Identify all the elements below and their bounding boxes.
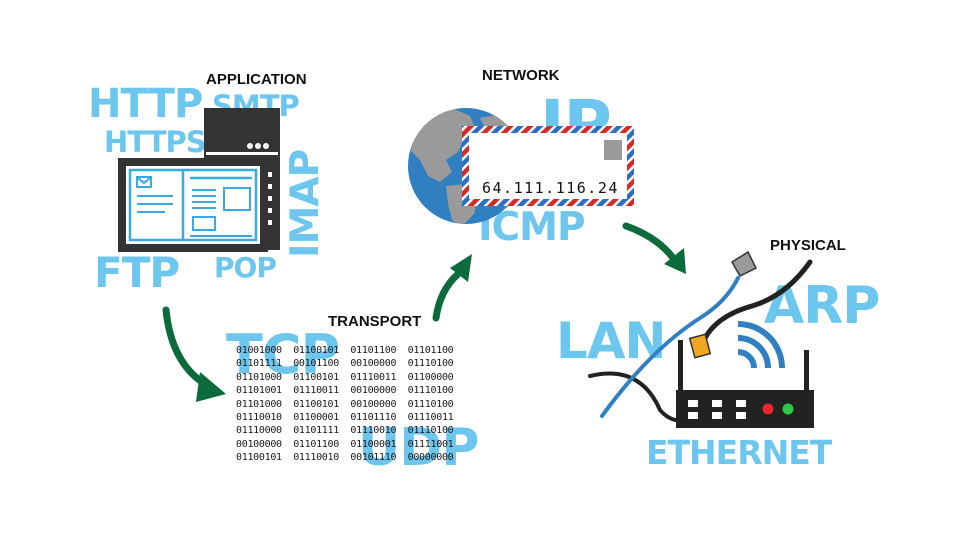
protocol-https: HTTPS	[104, 125, 207, 159]
protocol-pop: POP	[214, 251, 277, 284]
envelope-icon: 64.111.116.24	[462, 126, 634, 206]
arrow-application-to-transport	[162, 306, 216, 392]
desktop-computer-icon	[118, 108, 280, 252]
layer-title-network: NETWORK	[482, 67, 560, 84]
status-led-green	[782, 403, 794, 415]
ip-address-text: 64.111.116.24	[482, 179, 619, 197]
protocol-tcp: TCP	[226, 323, 340, 386]
protocol-ethernet: ETHERNET	[646, 433, 832, 472]
arrow-head-3	[664, 248, 686, 274]
status-led-red	[762, 403, 774, 415]
binary-row: 01001000 01100101 01101100 01101100	[236, 345, 454, 356]
router-icon	[676, 340, 814, 428]
protocol-udp: UDP	[358, 418, 479, 478]
wifi-icon	[737, 321, 785, 369]
binary-row: 01100101 01110010 00101110 00000000	[236, 452, 454, 464]
arrow-head-2	[450, 254, 472, 282]
protocol-ftp: FTP	[94, 248, 180, 297]
cable-connector-gray	[730, 250, 758, 277]
arrow-network-to-physical	[622, 222, 680, 266]
binary-row: 00100000 01101100 01100001 01111001	[236, 438, 454, 450]
protocol-http: HTTP	[88, 81, 203, 127]
cable-connector-orange	[688, 333, 712, 359]
layer-title-application: APPLICATION	[206, 71, 307, 88]
layer-title-physical: PHYSICAL	[770, 237, 846, 254]
protocol-lan: LAN	[556, 312, 666, 370]
binary-row: 01110010 01100001 01101110 01110011	[236, 412, 454, 424]
binary-row: 01110000 01101111 01110010 01110100	[236, 425, 454, 437]
binary-row: 01101000 01100101 01110011 01100000	[236, 371, 454, 383]
layer-title-transport: TRANSPORT	[328, 313, 422, 330]
binary-row: 01101000 01100101 00100000 01110100	[236, 398, 454, 410]
binary-row: 01101001 01110011 00100000 01110100	[236, 385, 454, 397]
email-icon	[136, 176, 152, 188]
binary-data-block: 01001000 01100101 01101100 01101100 01101…	[236, 344, 454, 465]
binary-row: 01101111 00101100 00100000 01110100	[236, 358, 454, 370]
arrow-transport-to-network	[432, 270, 462, 322]
arrow-head-1	[196, 372, 226, 402]
